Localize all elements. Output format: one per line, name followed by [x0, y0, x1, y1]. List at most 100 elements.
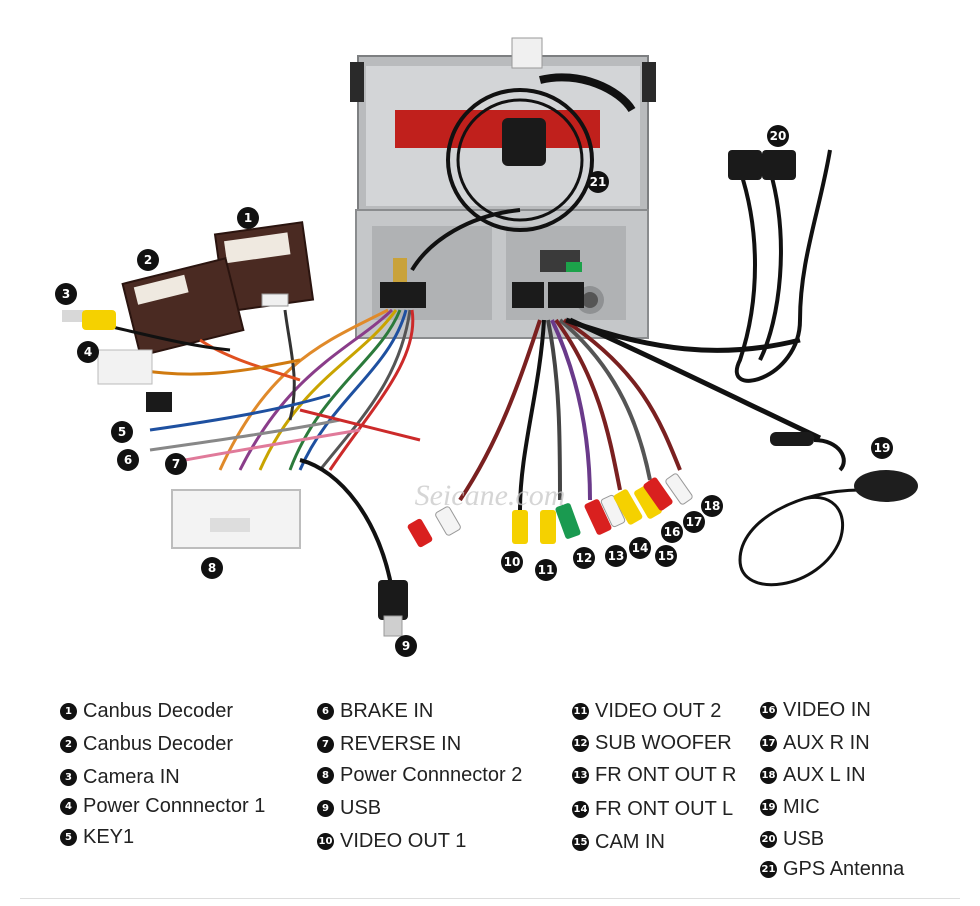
legend-label: VIDEO OUT 1 — [340, 830, 467, 852]
svg-text:13: 13 — [608, 549, 625, 563]
gps-antenna — [410, 73, 636, 272]
callout-6: 6 — [117, 449, 139, 471]
left-harness — [79, 308, 421, 591]
legend-item-9: 9 USB — [317, 797, 381, 820]
wiring-diagram: Seicane.com 1 2 3 4 5 6 7 8 9 10 11 12 1… — [55, 37, 918, 657]
svg-text:6: 6 — [124, 453, 132, 467]
callout-10: 10 — [501, 551, 523, 573]
legend-item-8: 8 Power Connnector 2 — [317, 764, 522, 787]
svg-text:17: 17 — [686, 515, 703, 529]
rca-harness — [458, 317, 822, 511]
legend-item-21: 21 GPS Antenna — [760, 858, 904, 881]
callout-14: 14 — [629, 537, 651, 559]
legend-label: VIDEO IN — [783, 699, 871, 721]
power-connector-1 — [97, 349, 153, 385]
callout-13: 13 — [605, 545, 627, 567]
legend-item-6: 6 BRAKE IN — [317, 700, 433, 723]
legend-item-1: 1 Canbus Decoder — [60, 700, 233, 723]
svg-text:8: 8 — [208, 561, 216, 575]
legend-label: VIDEO OUT 2 — [595, 700, 722, 722]
legend-badge: 7 — [317, 736, 334, 753]
svg-text:20: 20 — [770, 129, 787, 143]
callout-5: 5 — [111, 421, 133, 443]
svg-text:4: 4 — [84, 345, 92, 359]
legend-item-2: 2 Canbus Decoder — [60, 733, 233, 756]
legend-label: REVERSE IN — [340, 733, 462, 755]
svg-text:12: 12 — [576, 551, 593, 565]
legend-item-11: 11 VIDEO OUT 2 — [572, 700, 721, 723]
svg-text:5: 5 — [118, 425, 126, 439]
legend-badge: 4 — [60, 798, 77, 815]
mic-19 — [738, 432, 918, 587]
callout-17: 17 — [683, 511, 705, 533]
legend-label: USB — [783, 828, 825, 850]
watermark: Seicane.com — [415, 479, 566, 512]
legend-label: SUB WOOFER — [595, 732, 732, 754]
legend-badge: 16 — [760, 702, 777, 719]
legend-item-16: 16 VIDEO IN — [760, 699, 871, 722]
legend-item-15: 15 CAM IN — [572, 831, 665, 854]
canbus-decoder-1 — [213, 221, 315, 313]
legend-badge: 1 — [60, 703, 77, 720]
legend-item-7: 7 REVERSE IN — [317, 733, 461, 756]
legend-item-12: 12 SUB WOOFER — [572, 732, 732, 755]
bottom-divider — [20, 898, 960, 899]
legend-label: Power Connnector 2 — [340, 764, 523, 786]
power-connector-2 — [171, 489, 301, 549]
callout-16: 16 — [661, 521, 683, 543]
legend-badge: 2 — [60, 736, 77, 753]
svg-text:3: 3 — [62, 287, 70, 301]
svg-text:19: 19 — [874, 441, 891, 455]
legend-label: Canbus Decoder — [83, 733, 234, 755]
legend-badge: 17 — [760, 735, 777, 752]
legend-label: GPS Antenna — [783, 858, 905, 880]
callout-18: 18 — [701, 495, 723, 517]
svg-text:1: 1 — [244, 211, 252, 225]
legend-badge: 10 — [317, 833, 334, 850]
legend-badge: 11 — [572, 703, 589, 720]
legend-item-3: 3 Camera IN — [60, 766, 180, 789]
legend-label: MIC — [783, 796, 820, 818]
callout-1: 1 — [237, 207, 259, 229]
legend-badge: 6 — [317, 703, 334, 720]
usb-plug-9 — [378, 580, 408, 637]
callout-2: 2 — [137, 249, 159, 271]
svg-text:11: 11 — [538, 563, 555, 577]
legend-badge: 15 — [572, 834, 589, 851]
legend-badge: 3 — [60, 769, 77, 786]
callout-3: 3 — [55, 283, 77, 305]
svg-text:15: 15 — [658, 549, 675, 563]
callout-19: 19 — [871, 437, 893, 459]
legend-item-10: 10 VIDEO OUT 1 — [317, 830, 466, 853]
legend-badge: 20 — [760, 831, 777, 848]
legend-item-14: 14 FR ONT OUT L — [572, 798, 733, 821]
legend-item-17: 17 AUX R IN — [760, 732, 870, 755]
legend-item-19: 19 MIC — [760, 796, 820, 819]
svg-text:10: 10 — [504, 555, 521, 569]
legend-label: Power Connnector 1 — [83, 795, 266, 817]
legend-item-4: 4 Power Connnector 1 — [60, 795, 265, 818]
callout-9: 9 — [395, 635, 417, 657]
head-unit — [350, 37, 656, 339]
svg-text:21: 21 — [590, 175, 607, 189]
legend-label: KEY1 — [83, 826, 135, 848]
rca-plugs — [407, 473, 693, 548]
legend-badge: 14 — [572, 801, 589, 818]
legend-item-20: 20 USB — [760, 828, 824, 851]
legend-badge: 5 — [60, 829, 77, 846]
canbus-decoder-2 — [121, 257, 245, 357]
legend-label: BRAKE IN — [340, 700, 434, 722]
legend-badge: 8 — [317, 767, 334, 784]
callout-8: 8 — [201, 557, 223, 579]
legend-item-13: 13 FR ONT OUT R — [572, 764, 736, 787]
svg-text:14: 14 — [632, 541, 649, 555]
callout-7: 7 — [165, 453, 187, 475]
legend-item-5: 5 KEY1 — [60, 826, 134, 849]
legend: 1 Canbus Decoder 2 Canbus Decoder 3 Came… — [0, 690, 980, 906]
svg-text:9: 9 — [402, 639, 410, 653]
legend-badge: 13 — [572, 767, 589, 784]
usb-cable-20 — [728, 149, 832, 383]
small-black-plug — [146, 392, 172, 412]
legend-label: USB — [340, 797, 382, 819]
legend-badge: 21 — [760, 861, 777, 878]
